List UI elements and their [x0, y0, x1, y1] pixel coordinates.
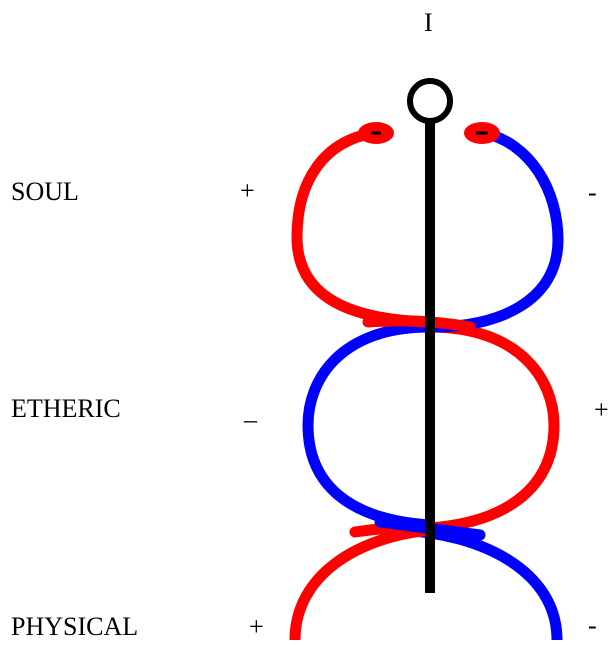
etheric-minus-sign: _ [244, 396, 257, 425]
etheric-plus-sign: + [594, 395, 609, 424]
physical-blue-strand [392, 524, 563, 645]
soul-plus-sign: + [240, 176, 255, 205]
physical-minus-sign: - [588, 611, 597, 640]
etheric-label: ETHERIC [11, 394, 121, 423]
physical-plus-sign: + [249, 612, 264, 641]
soul-label: SOUL [11, 177, 79, 206]
etheric-blue-strand [302, 321, 436, 531]
soul-minus-sign: - [588, 178, 597, 207]
soul-red-strand [291, 127, 436, 328]
soul-red-crossover [362, 315, 476, 333]
etheric-red-strand [424, 321, 560, 534]
physical-red-strand [289, 524, 436, 645]
physical-label: PHYSICAL [11, 612, 139, 641]
top-circle [407, 78, 453, 124]
soul-blue-strand [424, 127, 564, 333]
top-label: I [424, 8, 433, 37]
